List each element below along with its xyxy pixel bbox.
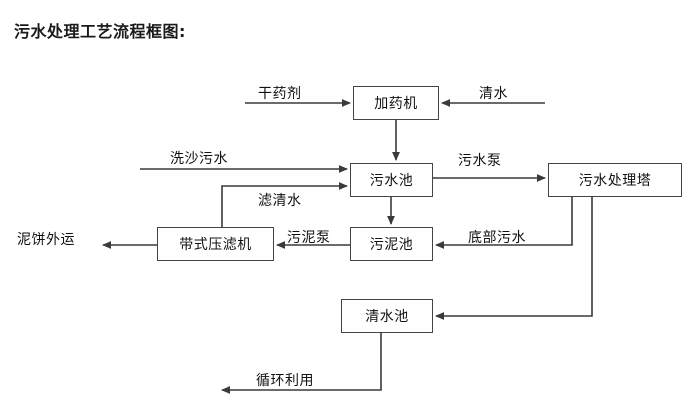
- edge-label-sludge-pump: 污泥泵: [287, 230, 331, 246]
- node-label: 污水处理塔: [578, 173, 652, 189]
- edge-label-dry-chemical: 干药剂: [258, 86, 302, 102]
- connector-tower-to-sludge-pool: [435, 197, 573, 249]
- connector-filtered-water-to-sewage-pool: [221, 182, 348, 227]
- node-sewage-pool[interactable]: 污水池: [350, 163, 433, 197]
- edge-label-mud-cake-transport: 泥饼外运: [17, 232, 75, 248]
- node-dosing-machine[interactable]: 加药机: [353, 86, 439, 120]
- node-label: 清水池: [365, 309, 409, 325]
- connector-tower-to-clear-pool: [435, 197, 593, 320]
- node-label: 污水池: [369, 173, 414, 189]
- node-clear-water-pool[interactable]: 清水池: [341, 299, 433, 333]
- edge-label-clean-water: 清水: [479, 86, 508, 102]
- node-label: 带式压滤机: [179, 237, 252, 253]
- node-label: 污泥池: [369, 237, 414, 253]
- node-belt-filter-press[interactable]: 带式压滤机: [157, 227, 274, 261]
- node-treatment-tower[interactable]: 污水处理塔: [548, 163, 682, 197]
- edge-label-recycle-reuse: 循环利用: [256, 373, 314, 389]
- page-title: 污水处理工艺流程框图:: [14, 22, 186, 41]
- node-label: 加药机: [374, 96, 418, 112]
- edge-label-bottom-sewage: 底部污水: [468, 230, 526, 246]
- edge-label-sewage-pump: 污水泵: [458, 153, 502, 169]
- edge-label-sand-washing-sewage: 洗沙污水: [170, 151, 228, 167]
- node-sludge-pool[interactable]: 污泥池: [350, 227, 433, 261]
- edge-label-filtered-clear-water: 滤清水: [258, 193, 302, 209]
- connector-clear-pool-to-recycle: [221, 333, 382, 394]
